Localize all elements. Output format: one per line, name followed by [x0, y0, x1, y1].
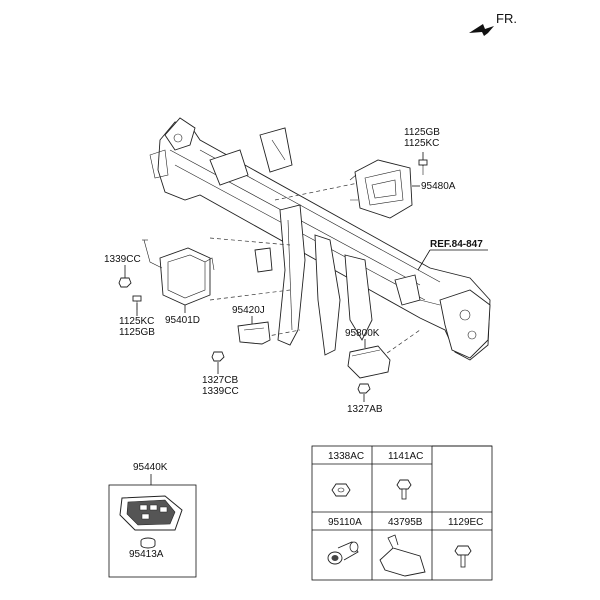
- module-95401d: [142, 239, 215, 306]
- callout-1125kc-top: 1125KC: [404, 138, 439, 149]
- callout-1125gb-low: 1125GB: [119, 327, 155, 338]
- smart-key-box: 95440K 95413A: [108, 462, 197, 578]
- front-direction-label: FR.: [496, 11, 517, 26]
- callout-95480a: 95480A: [421, 181, 456, 192]
- ref-leader-line: [417, 249, 488, 271]
- nut-1327cb-icon: [211, 351, 225, 362]
- callout-95800k: 95800K: [345, 328, 380, 339]
- module-95800k: [347, 345, 391, 379]
- hex-bolt-icon: [454, 545, 472, 568]
- callout-1327ab: 1327AB: [347, 404, 383, 415]
- smart-key-fob-icon: [119, 495, 183, 531]
- nut-1327ab-icon: [357, 383, 371, 394]
- front-direction-arrow-icon: [469, 24, 494, 36]
- callout-95401d: 95401D: [165, 315, 200, 326]
- callout-1125gb-top: 1125GB: [404, 127, 440, 138]
- callout-1339cc-left: 1339CC: [104, 254, 141, 265]
- callout-95413a: 95413A: [129, 549, 164, 560]
- bolt-1125gb-top-icon: [418, 159, 428, 175]
- module-95480a: [349, 159, 413, 219]
- callout-1125kc-low: 1125KC: [119, 316, 154, 327]
- ref-label: REF.84-847: [430, 239, 483, 250]
- nut-1339cc-left-icon: [118, 277, 132, 288]
- callout-95440k: 95440K: [133, 462, 168, 473]
- table-header-1141ac: 1141AC: [388, 451, 423, 462]
- coin-battery-icon: [140, 537, 156, 549]
- table-header-1338ac: 1338AC: [328, 451, 364, 462]
- callout-1339cc-low: 1339CC: [202, 386, 239, 397]
- callout-95420j: 95420J: [232, 305, 265, 316]
- callout-1327cb: 1327CB: [202, 375, 238, 386]
- bracket-95420j: [237, 321, 271, 345]
- smart-key-frame: [108, 484, 197, 578]
- flange-nut-icon: [331, 483, 351, 497]
- connector-plug-icon: [327, 541, 359, 565]
- adhesive-pad-icon: [379, 534, 426, 577]
- table-header-43795b: 43795B: [388, 517, 423, 528]
- bolt-1125kc-low-icon: [132, 295, 142, 310]
- parts-table: 1338AC 1141AC 95110A 43795B 1129EC: [311, 445, 493, 581]
- table-header-95110a: 95110A: [328, 517, 362, 528]
- table-header-1129ec: 1129EC: [448, 517, 483, 528]
- cowl-cross-bar-frame: [149, 117, 491, 361]
- flange-bolt-icon: [396, 479, 412, 500]
